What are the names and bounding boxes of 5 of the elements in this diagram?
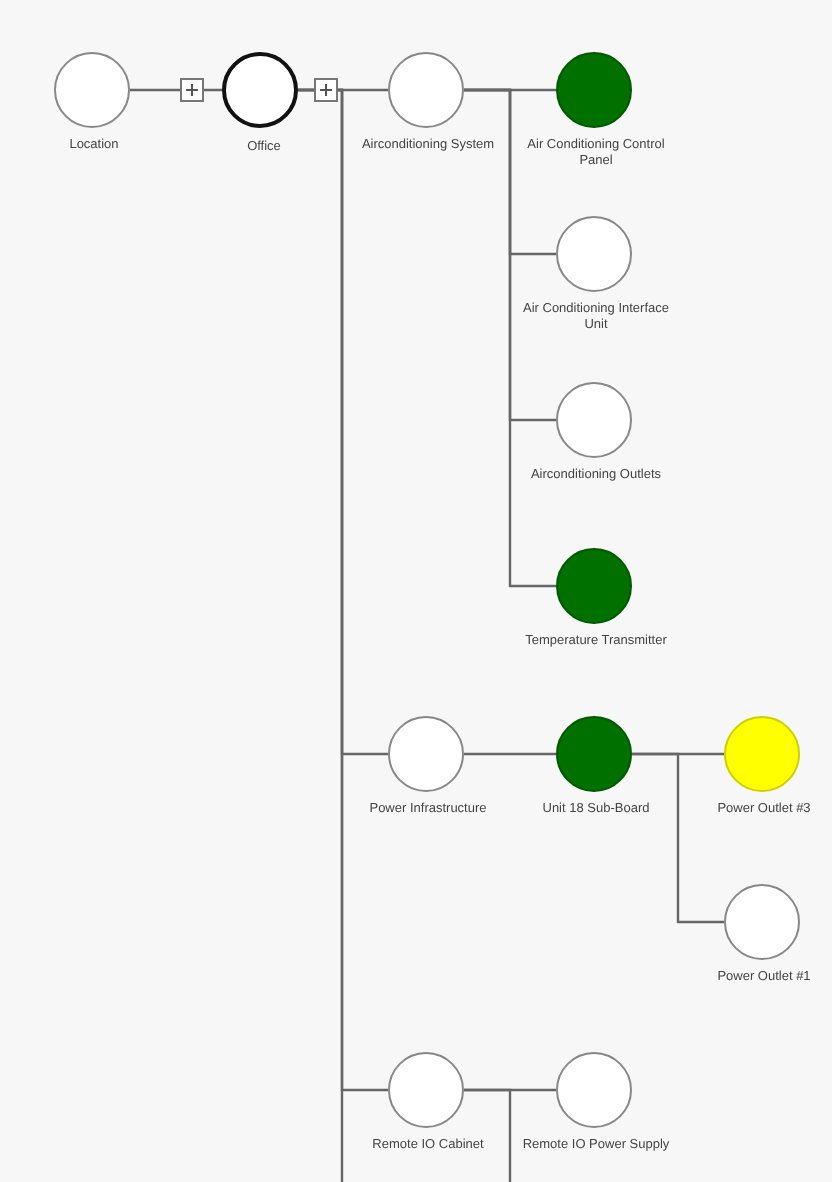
connector-line (464, 1088, 512, 1182)
connector-line (632, 752, 724, 924)
connector-line (464, 88, 556, 588)
connector-line (298, 88, 344, 1182)
connector-line (464, 752, 556, 756)
